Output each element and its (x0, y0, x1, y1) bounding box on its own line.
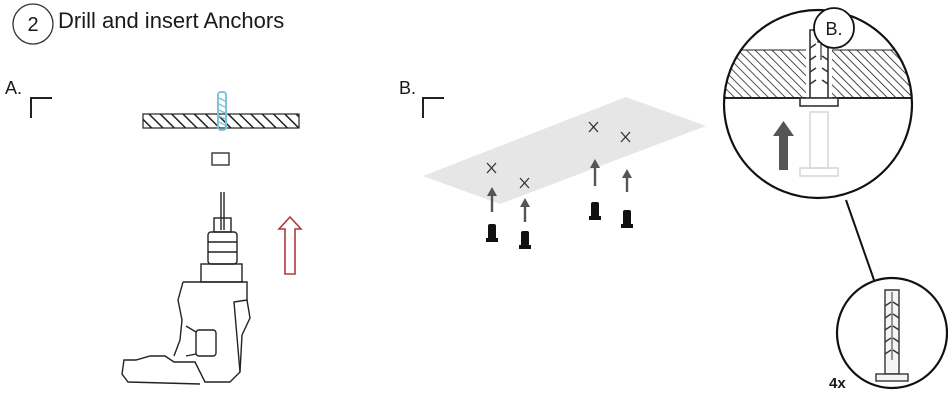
arrow-up-icon (277, 215, 303, 275)
anchor-icon (519, 231, 531, 249)
step-number-circle (12, 3, 54, 45)
ceiling-plane (423, 97, 706, 204)
insert-arrows (487, 159, 632, 222)
hole-symbol (211, 152, 230, 166)
anchor-in-ceiling (799, 29, 839, 107)
anchor-icon (875, 289, 909, 382)
arrow-up-icon (590, 159, 600, 186)
anchors (486, 202, 633, 249)
arrow-up-icon (487, 187, 497, 212)
panel-a: A. (5, 78, 303, 385)
magnifier-circle-icon (722, 8, 914, 200)
anchor-icon (486, 224, 498, 242)
zoom-label-circle (813, 7, 855, 49)
anchor-icon (621, 210, 633, 228)
arrow-up-icon (773, 121, 794, 170)
anchor-ghost (799, 111, 839, 177)
x-marks (486, 121, 631, 189)
panel-b: B. (399, 78, 706, 249)
zoom-detail: B. (722, 7, 914, 200)
arrow-up-icon (520, 198, 530, 222)
anchor-quantity: 4x (829, 375, 846, 392)
x-mark-icon (519, 177, 530, 189)
panel-b-label: B. (399, 78, 416, 98)
anchor-detail: 4x (829, 276, 948, 392)
panel-a-label: A. (5, 78, 22, 98)
zoom-label: B. (825, 19, 842, 39)
panel-b-corner-mark (422, 97, 444, 118)
step-header: 2 Drill and insert Anchors (12, 3, 284, 45)
detail-connector (845, 199, 875, 281)
x-mark-icon (486, 162, 497, 174)
drill-icon (121, 192, 251, 385)
panel-a-corner-mark (30, 97, 52, 118)
step-number: 2 (27, 14, 38, 36)
x-mark-icon (588, 121, 599, 133)
ceiling-slab-a (142, 113, 300, 129)
arrow-up-icon (622, 169, 632, 192)
drill-bit-highlight (217, 91, 227, 131)
x-mark-icon (620, 131, 631, 143)
anchor-icon (589, 202, 601, 220)
magnifier-circle-icon (835, 276, 948, 390)
step-title: Drill and insert Anchors (58, 8, 284, 33)
